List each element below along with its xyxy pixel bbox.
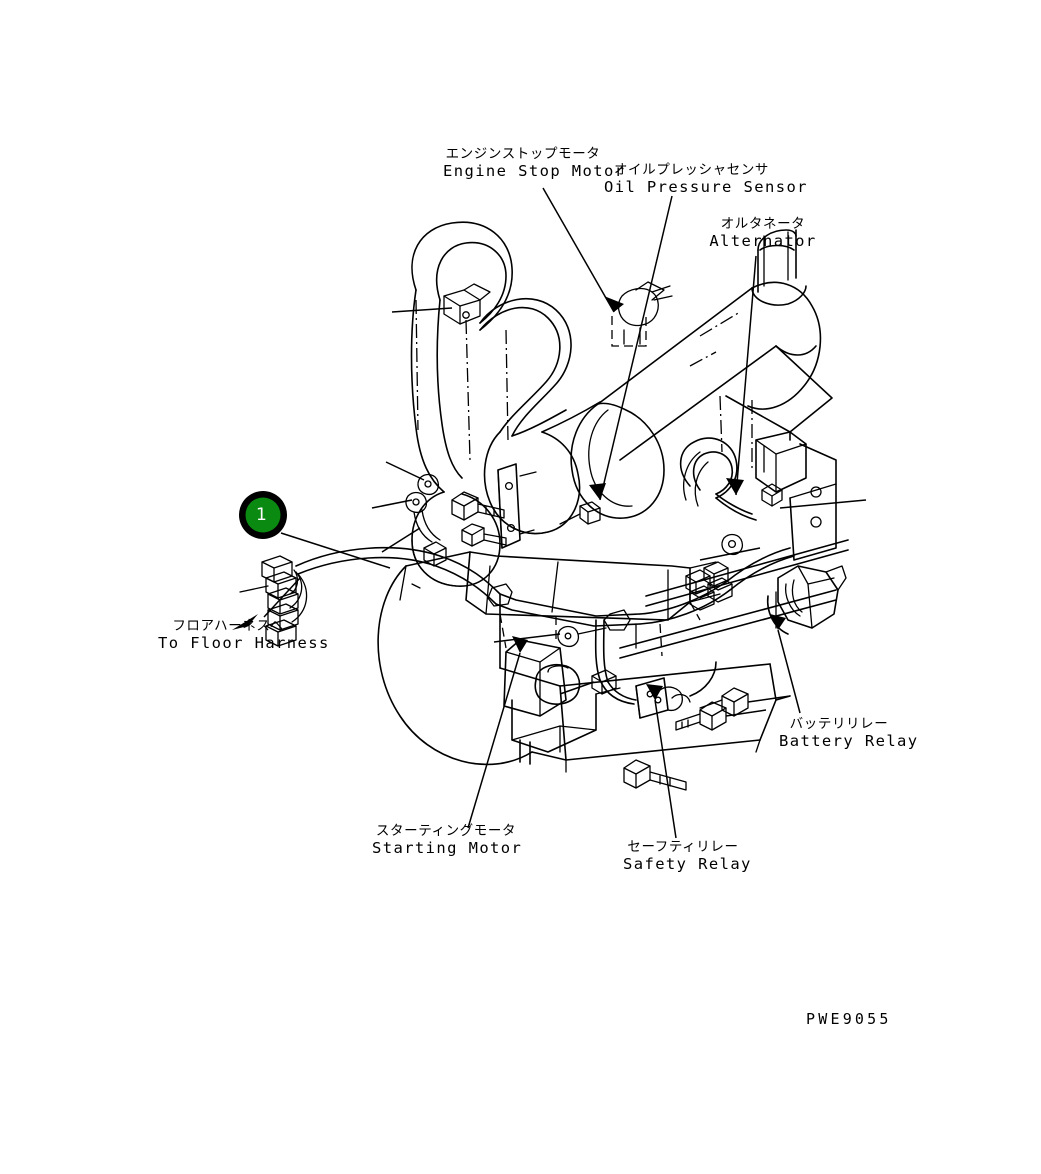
item-1-balloon-number: 1: [256, 505, 267, 525]
label-oil-pressure-sensor: オイルプレッシャセンサ Oil Pressure Sensor: [604, 162, 808, 196]
engine-block: [377, 551, 777, 766]
label-alternator-jp: オルタネータ: [720, 216, 806, 232]
label-safety-relay-jp: セーフティリレー: [627, 839, 739, 855]
air-intake-assembly: [410, 221, 601, 587]
label-alternator: オルタネータ Alternator: [708, 216, 818, 250]
label-oil-pressure-sensor-jp: オイルプレッシャセンサ: [613, 162, 770, 178]
leader-lines: [263, 187, 801, 839]
alternator-assembly: [679, 431, 867, 561]
upper-left-bracket: [391, 283, 491, 325]
label-engine-stop-motor: エンジンストップモータ Engine Stop Motor: [443, 146, 626, 180]
label-starting-motor-jp: スターティングモータ: [375, 823, 517, 839]
engine-stop-motor-part: [611, 281, 673, 347]
label-to-floor-harness: フロアハーネスヘ To Floor Harness: [158, 618, 330, 652]
hidden-detail-lines: [415, 299, 753, 657]
structure-detail: [399, 561, 791, 773]
wiring-harness: [239, 533, 849, 705]
label-engine-stop-motor-en: Engine Stop Motor: [443, 161, 626, 180]
oil-pressure-sensor-part: [559, 501, 601, 525]
item-1-balloon[interactable]: [239, 491, 287, 539]
label-oil-pressure-sensor-en: Oil Pressure Sensor: [604, 177, 808, 196]
label-starting-motor-en: Starting Motor: [372, 838, 523, 857]
label-battery-relay: バッテリリレー Battery Relay: [779, 716, 919, 750]
label-alternator-en: Alternator: [709, 231, 817, 250]
label-starting-motor: スターティングモータ Starting Motor: [372, 823, 523, 857]
bolts-and-clamps: [371, 461, 791, 791]
muffler-tank: [570, 229, 833, 519]
label-safety-relay: セーフティリレー Safety Relay: [623, 839, 752, 873]
label-to-floor-harness-jp: フロアハーネスヘ: [172, 618, 284, 634]
label-engine-stop-motor-jp: エンジンストップモータ: [445, 146, 601, 162]
label-battery-relay-en: Battery Relay: [779, 731, 919, 750]
drawing-code: PWE9055: [806, 1010, 892, 1028]
label-safety-relay-en: Safety Relay: [623, 854, 752, 873]
label-battery-relay-jp: バッテリリレー: [789, 716, 889, 732]
label-to-floor-harness-en: To Floor Harness: [158, 633, 330, 652]
